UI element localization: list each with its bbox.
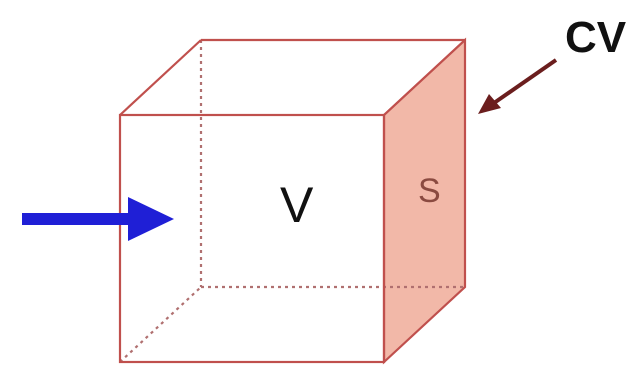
cube-edges xyxy=(118,38,466,364)
control-volume-label: CV xyxy=(565,13,627,62)
hidden-edges xyxy=(119,40,465,363)
top-edge-right-diagonal xyxy=(383,39,466,116)
volume-label: V xyxy=(280,177,314,233)
top-edge-left-diagonal xyxy=(119,39,202,116)
inflow-arrow-shaft xyxy=(22,213,134,225)
surface-label: S xyxy=(418,172,441,210)
front-face xyxy=(118,113,386,364)
cv-pointer-arrow xyxy=(478,58,558,114)
hidden-edge-back-diagonal xyxy=(119,286,202,363)
inflow-arrow xyxy=(22,197,174,241)
cv-pointer-shaft xyxy=(492,58,558,105)
cv-pointer-head xyxy=(478,94,501,114)
inflow-arrow-head xyxy=(128,197,174,241)
